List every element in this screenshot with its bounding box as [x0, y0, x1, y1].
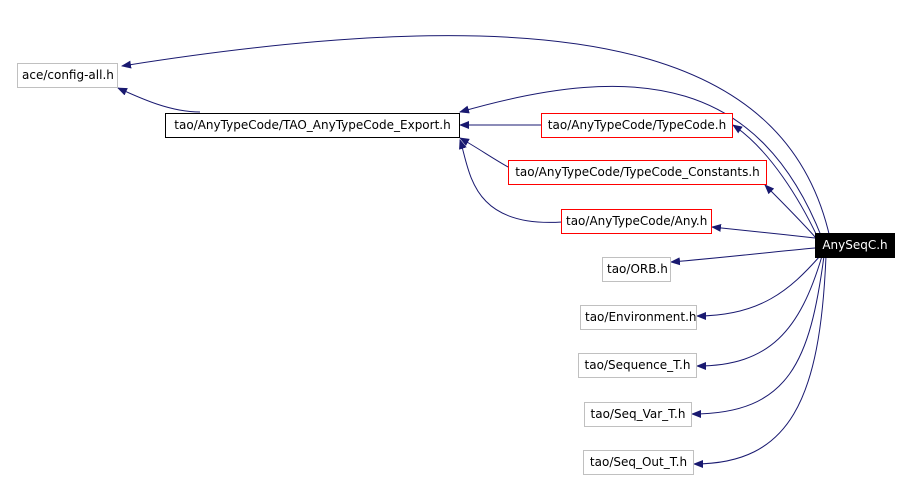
edge-anyseqc-to-constants [764, 184, 817, 239]
edge-anyseqc-to-any [711, 223, 816, 239]
edge-anyseqc-to-export [459, 85, 823, 239]
node-tao-orb[interactable]: tao/ORB.h [602, 257, 671, 282]
node-anyseqc-root[interactable]: AnySeqC.h [815, 233, 895, 258]
edge-export-to-ace-config [117, 87, 201, 113]
node-tao-anytypecode-export[interactable]: tao/AnyTypeCode/TAO_AnyTypeCode_Export.h [165, 113, 460, 138]
edge-anyseqc-to-orb [670, 247, 816, 266]
edge-anyseqc-to-seq-var-t [691, 255, 825, 418]
node-tao-environment[interactable]: tao/Environment.h [580, 305, 697, 330]
node-tao-seq-var-t[interactable]: tao/Seq_Var_T.h [584, 402, 692, 427]
edge-anyseqc-to-seq-out-t [693, 255, 827, 468]
node-typecode[interactable]: tao/AnyTypeCode/TypeCode.h [541, 113, 733, 138]
edge-anyseqc-to-sequence-t [696, 255, 823, 370]
edge-any-to-export [459, 139, 563, 223]
edge-constants-to-export [459, 137, 511, 169]
edge-anyseqc-to-ace-config [121, 35, 831, 239]
node-tao-sequence-t[interactable]: tao/Sequence_T.h [578, 353, 697, 378]
node-ace-config-all[interactable]: ace/config-all.h [17, 63, 118, 88]
node-typecode-constants[interactable]: tao/AnyTypeCode/TypeCode_Constants.h [508, 160, 767, 185]
node-any[interactable]: tao/AnyTypeCode/Any.h [561, 209, 712, 234]
edge-anyseqc-to-typecode [732, 124, 819, 239]
edge-anyseqc-to-environment [696, 255, 821, 320]
node-tao-seq-out-t[interactable]: tao/Seq_Out_T.h [583, 450, 694, 475]
